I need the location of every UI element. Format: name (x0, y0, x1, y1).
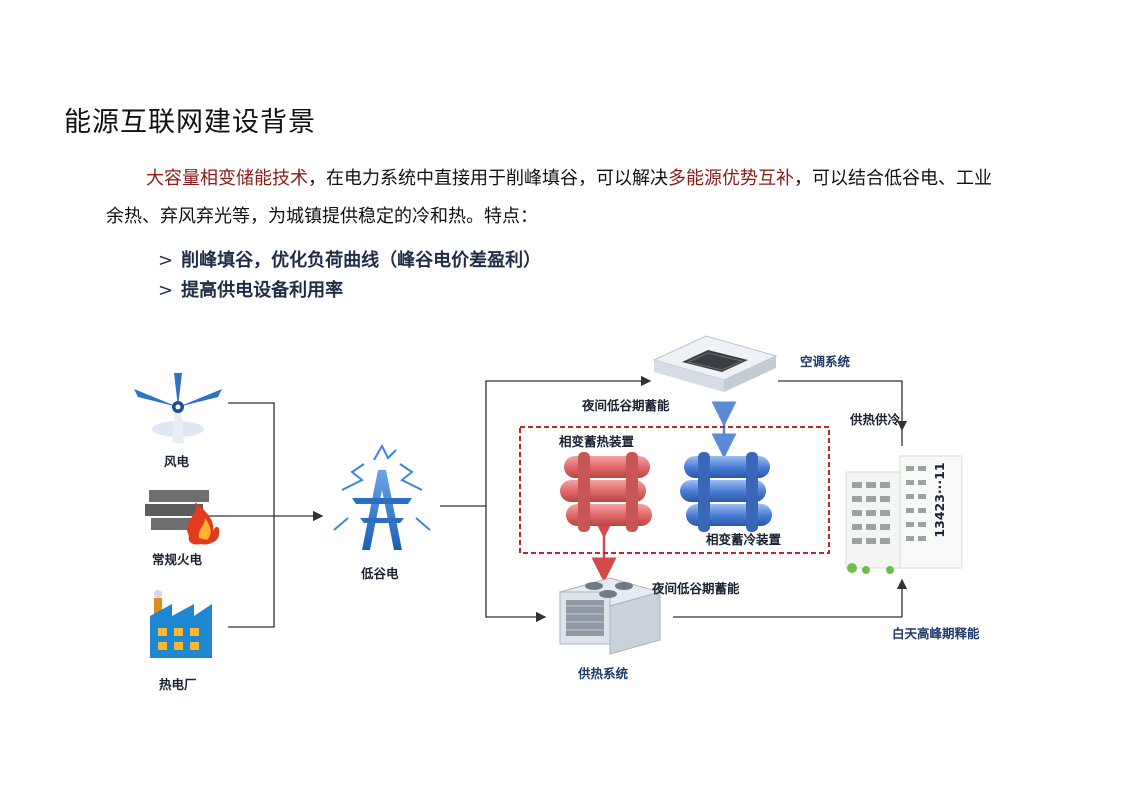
cold-storage-label: 相变蓄冷装置 (706, 532, 782, 547)
supply-arrow-icon (897, 421, 907, 431)
night-storage-top-label: 夜间低谷期蓄能 (581, 398, 670, 413)
highlight-phase-change: 大容量相变储能技术 (146, 168, 308, 189)
source-connectors (208, 375, 908, 628)
bullet-text: 提高供电设备利用率 (181, 280, 344, 301)
day-release-label: 白天高峰期释能 (892, 626, 980, 641)
source-label-wind: 风电 (164, 454, 190, 469)
source-label-thermal: 常规火电 (152, 552, 203, 567)
air-conditioner-icon (652, 335, 778, 392)
cold-storage-tank-icon (680, 452, 772, 532)
paragraph-text-2: ，可以结合低谷电、工业余热、弃风弃光等，为城镇提供稳定的冷和热。特点： (106, 168, 992, 227)
bullet-arrow-icon: > (158, 250, 174, 271)
building-sign: 13423···11 (932, 462, 947, 537)
intro-paragraph: 大容量相变储能技术，在电力系统中直接用于削峰填谷，可以解决多能源优势互补，可以结… (106, 160, 1006, 236)
hub-to-heat-arrow (485, 506, 547, 623)
wind-turbine-icon (134, 373, 222, 443)
bullet-text: 削峰填谷，优化负荷曲线（峰谷电价差盈利） (181, 250, 542, 271)
factory-icon (150, 590, 212, 658)
heat-storage-tank-icon (560, 452, 652, 532)
supply-label: 供热供冷 (849, 412, 901, 427)
bullet-item-peak-shaving: > 削峰填谷，优化负荷曲线（峰谷电价差盈利） (158, 246, 541, 272)
page-title: 能源互联网建设背景 (64, 107, 316, 138)
heat-supply-label: 供热系统 (577, 666, 629, 681)
ac-system-label: 空调系统 (800, 354, 851, 369)
night-storage-bottom-label: 夜间低谷期蓄能 (651, 581, 740, 596)
paragraph-text-1: ，在电力系统中直接用于削峰填谷，可以解决 (308, 168, 668, 189)
hub-to-ac-arrow (440, 375, 652, 507)
source-bracket-line (228, 402, 275, 628)
transmission-tower-icon (333, 443, 431, 550)
heat-pump-unit-icon (558, 577, 662, 655)
thermal-power-icon (145, 490, 220, 545)
building-icon (845, 455, 963, 574)
heat-storage-label: 相变蓄热装置 (559, 434, 635, 449)
hub-label: 低谷电 (360, 566, 399, 581)
heat-to-building-arrow (673, 578, 908, 618)
bullet-arrow-icon: > (158, 280, 174, 301)
highlight-multi-energy: 多能源优势互补 (668, 168, 794, 189)
source-label-chp: 热电厂 (159, 677, 197, 692)
bullet-item-utilization: > 提高供电设备利用率 (158, 276, 343, 302)
storage-box (519, 426, 830, 554)
